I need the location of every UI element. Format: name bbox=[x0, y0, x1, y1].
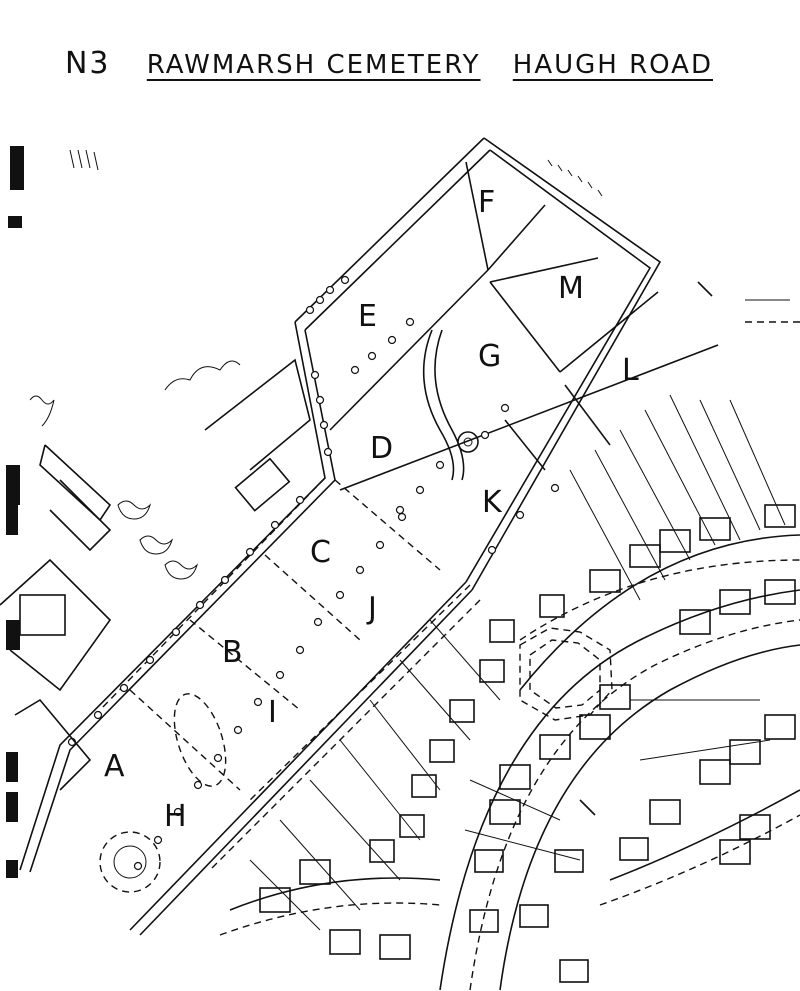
ornamental-beds bbox=[99, 693, 227, 893]
section-label-g: G bbox=[478, 339, 501, 374]
section-label-d: D bbox=[370, 431, 393, 466]
plot-divisions bbox=[99, 161, 719, 871]
title-road-name: HAUGH ROAD bbox=[512, 50, 713, 80]
section-label-c: C bbox=[310, 535, 331, 570]
section-label-b: B bbox=[222, 635, 243, 670]
title-cemetery-name: RAWMARSH CEMETERY bbox=[146, 50, 481, 80]
housing-estate bbox=[219, 159, 800, 991]
section-label-a: A bbox=[104, 749, 125, 784]
section-label-f: F bbox=[478, 185, 495, 220]
section-label-i: I bbox=[268, 695, 277, 730]
tree-markers bbox=[67, 275, 560, 871]
section-label-l: L bbox=[622, 353, 639, 388]
section-label-m: M bbox=[558, 271, 584, 306]
shrubs bbox=[29, 149, 241, 580]
section-label-k: K bbox=[482, 485, 503, 520]
adjacent-buildings bbox=[0, 146, 311, 878]
sheet-label: N3 bbox=[64, 46, 111, 81]
map-title: N3 RAWMARSH CEMETERY HAUGH ROAD bbox=[0, 46, 800, 81]
cemetery-boundary bbox=[19, 137, 662, 936]
section-label-j: J bbox=[366, 591, 377, 626]
section-label-h: H bbox=[164, 799, 187, 834]
section-label-e: E bbox=[358, 299, 377, 334]
section-labels: F M E G L D K C J B I A H bbox=[104, 185, 639, 834]
